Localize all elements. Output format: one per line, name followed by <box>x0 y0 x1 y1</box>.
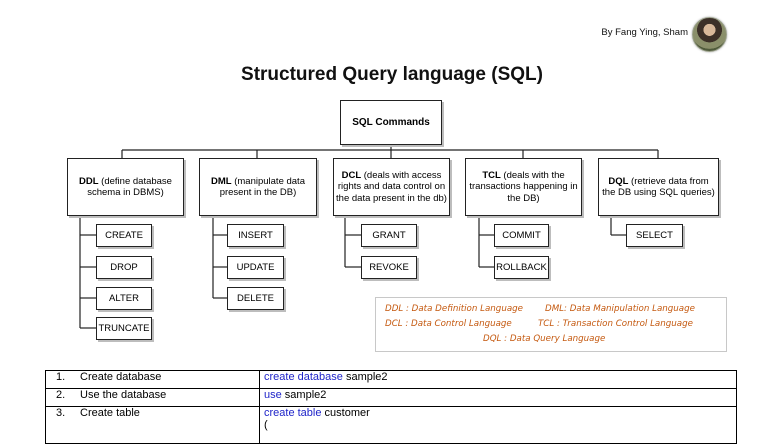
sql-commands-node: SQL Commands <box>340 100 442 145</box>
rollback-command-node: ROLLBACK <box>494 256 549 279</box>
step-code-cell: create database sample2 <box>259 370 737 389</box>
sql-keyword: create table <box>264 407 322 419</box>
table-row: 3. Create table create table customer ( <box>45 406 737 444</box>
dml-node: DML (manipulate data present in the DB) <box>199 158 317 216</box>
update-command-label: UPDATE <box>236 261 275 273</box>
legend-dml: DML: Data Manipulation Language <box>545 304 695 314</box>
create-command-label: CREATE <box>105 229 143 241</box>
step-code-cell: create table customer ( <box>259 406 737 444</box>
dcl-node: DCL (deals with access rights and data c… <box>333 158 450 216</box>
step-number: 3. <box>56 407 66 419</box>
step-label-cell: 2. Use the database <box>45 388 260 407</box>
drop-command-label: DROP <box>110 261 138 273</box>
revoke-command-node: REVOKE <box>361 256 417 279</box>
step-label: Create table <box>80 407 140 419</box>
sql-steps-table: 1. Create database create database sample… <box>45 370 737 444</box>
drop-command-node: DROP <box>96 256 152 279</box>
rollback-command-label: ROLLBACK <box>496 261 547 273</box>
commit-command-label: COMMIT <box>502 229 541 241</box>
sql-argument: sample2 <box>281 389 327 401</box>
ddl-node: DDL (define database schema in DBMS) <box>67 158 184 216</box>
legend-ddl: DDL : Data Definition Language <box>385 304 524 314</box>
step-label: Create database <box>80 371 162 383</box>
sql-continuation: ( <box>264 419 268 431</box>
grant-command-label: GRANT <box>372 229 406 241</box>
tcl-node: TCL (deals with the transactions happeni… <box>465 158 582 216</box>
legend-dql: DQL : Data Query Language <box>483 334 606 344</box>
commit-command-node: COMMIT <box>494 224 549 247</box>
truncate-command-label: TRUNCATE <box>98 322 150 334</box>
legend-dcl: DCL : Data Control Language <box>385 319 512 329</box>
sql-argument: sample2 <box>342 371 388 383</box>
alter-command-node: ALTER <box>96 287 152 310</box>
ddl-label: DDL (define database schema in DBMS) <box>79 175 172 198</box>
revoke-command-label: REVOKE <box>369 261 409 273</box>
step-number: 1. <box>56 371 66 383</box>
sql-keyword: use <box>264 389 282 401</box>
sql-argument: customer <box>321 407 370 419</box>
insert-command-node: INSERT <box>227 224 284 247</box>
select-command-node: SELECT <box>626 224 683 247</box>
step-label: Use the database <box>80 389 167 401</box>
select-command-label: SELECT <box>636 229 673 241</box>
dml-label: DML (manipulate data present in the DB) <box>211 175 305 198</box>
delete-command-label: DELETE <box>237 292 274 304</box>
step-code-cell: use sample2 <box>259 388 737 407</box>
sql-keyword: create database <box>264 371 343 383</box>
abbreviation-legend: DDL : Data Definition Language DML: Data… <box>375 297 727 352</box>
table-row: 1. Create database create database sample… <box>45 370 737 389</box>
sql-commands-label: SQL Commands <box>352 116 430 128</box>
truncate-command-node: TRUNCATE <box>96 317 152 340</box>
dcl-label: DCL (deals with access rights and data c… <box>336 170 447 204</box>
table-row: 2. Use the database use sample2 <box>45 388 737 407</box>
dql-node: DQL (retrieve data from the DB using SQL… <box>598 158 719 216</box>
tcl-label: TCL (deals with the transactions happeni… <box>469 170 578 204</box>
delete-command-node: DELETE <box>227 287 284 310</box>
page-title: Structured Query language (SQL) <box>241 64 543 85</box>
legend-tcl: TCL : Transaction Control Language <box>538 319 693 329</box>
step-number: 2. <box>56 389 66 401</box>
insert-command-label: INSERT <box>238 229 273 241</box>
author-avatar <box>692 17 727 52</box>
update-command-node: UPDATE <box>227 256 284 279</box>
alter-command-label: ALTER <box>109 292 139 304</box>
step-label-cell: 1. Create database <box>45 370 260 389</box>
dql-label: DQL (retrieve data from the DB using SQL… <box>602 175 715 198</box>
create-command-node: CREATE <box>96 224 152 247</box>
author-credit: By Fang Ying, Sham <box>601 27 688 38</box>
grant-command-node: GRANT <box>361 224 417 247</box>
step-label-cell: 3. Create table <box>45 406 260 444</box>
